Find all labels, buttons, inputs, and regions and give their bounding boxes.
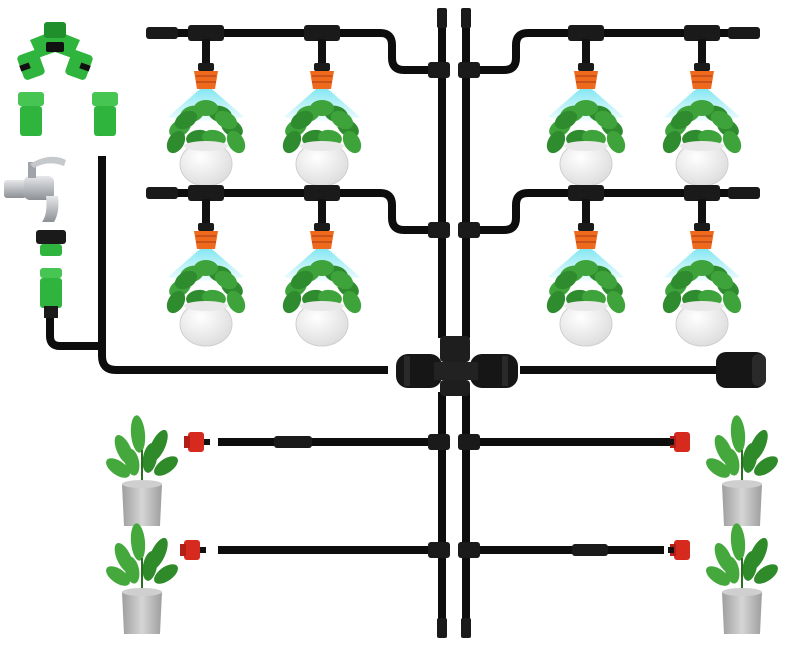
red-dripper-icon bbox=[674, 432, 690, 452]
red-dripper-icon bbox=[674, 540, 690, 560]
mist-sprayer-station bbox=[546, 185, 626, 347]
orange-nozzle-icon bbox=[310, 231, 334, 249]
hose-connector-pair bbox=[18, 92, 118, 136]
red-dripper-icon bbox=[184, 540, 200, 560]
orange-nozzle-icon bbox=[194, 71, 218, 89]
mist-sprayer-station bbox=[282, 185, 362, 347]
orange-nozzle-icon bbox=[690, 231, 714, 249]
red-dripper-station bbox=[106, 523, 206, 634]
red-dripper-station bbox=[668, 415, 778, 526]
mist-sprayer-station bbox=[166, 185, 246, 347]
black-drip-tubing bbox=[46, 22, 730, 622]
tall-potted-plant bbox=[706, 415, 778, 526]
red-dripper-station bbox=[106, 415, 210, 526]
red-dripper-stations bbox=[106, 415, 778, 634]
mist-sprayer-station bbox=[662, 185, 742, 347]
mist-sprayer-station bbox=[662, 25, 742, 187]
mist-sprayer-station bbox=[546, 25, 626, 187]
red-dripper-icon bbox=[188, 432, 204, 452]
end-plugs bbox=[146, 8, 760, 638]
red-dripper-station bbox=[668, 523, 778, 634]
tall-potted-plant bbox=[106, 523, 178, 634]
orange-nozzle-icon bbox=[690, 71, 714, 89]
orange-nozzle-icon bbox=[310, 71, 334, 89]
main-cross-connector bbox=[396, 336, 518, 396]
faucet-adapter bbox=[36, 230, 66, 318]
faucet-icon bbox=[4, 156, 66, 222]
tall-potted-plant bbox=[706, 523, 778, 634]
end-cap bbox=[716, 352, 766, 388]
y-splitter-connector bbox=[17, 22, 93, 80]
mist-sprayer-station bbox=[166, 25, 246, 187]
tall-potted-plant bbox=[106, 415, 178, 526]
orange-nozzle-icon bbox=[194, 231, 218, 249]
mist-sprayer-station bbox=[282, 25, 362, 187]
orange-nozzle-icon bbox=[574, 231, 598, 249]
orange-nozzle-icon bbox=[574, 71, 598, 89]
mist-sprayer-stations bbox=[166, 25, 742, 347]
tee-connectors bbox=[274, 62, 608, 558]
